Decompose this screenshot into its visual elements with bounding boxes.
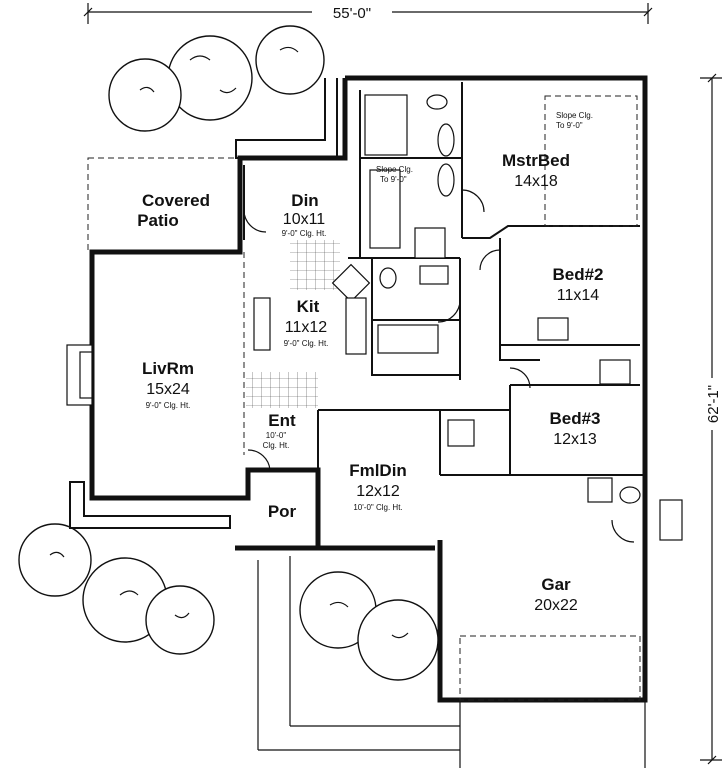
kitchen-tile [290,240,340,290]
room-por: Por [268,502,297,521]
tree-icon [108,58,182,132]
ceiling-note: Clg. Ht. [263,441,290,450]
room-size: 15x24 [146,381,190,398]
room-name: Por [268,502,297,521]
tree-icon [18,523,92,597]
room-name: Kit [297,297,320,316]
ceiling-note: 9'-0" Clg. Ht. [146,401,191,410]
closet-icon [369,169,401,249]
room-fml-din: FmlDin 12x12 10'-0" Clg. Ht. [349,461,407,512]
tree-icon [255,25,325,95]
room-size: 20x22 [534,597,578,614]
slope-ceiling-outline [544,95,638,227]
door-swing-icon [461,189,485,213]
tub-icon [364,94,408,156]
door-swing-icon [243,209,267,233]
counter-icon [253,297,271,351]
closet-door-icon [537,317,569,341]
bath-note: Slope Clg. To 9'-0" [376,165,413,184]
room-name: Bed#3 [549,409,600,428]
depth-dimension: 62'-1" [700,73,722,765]
room-bed2: Bed#2 11x14 [552,265,603,304]
overall-width-label: 55'-0" [333,5,371,22]
overall-depth-label: 62'-1" [705,385,722,423]
doors [243,189,635,543]
room-bed3: Bed#3 12x13 [549,409,600,448]
planter-bed [235,78,338,159]
driveway-lines [257,556,646,768]
entry-tile [246,372,318,408]
tub-icon [377,324,439,354]
room-din: Din 10x11 9'-0" Clg. Ht. [282,191,327,238]
room-size: 12x13 [553,431,597,448]
sink-icon [437,123,455,157]
interior-walls [243,82,645,476]
room-name: MstrBed [502,151,570,170]
closet-icon [447,419,475,447]
ceiling-note: To 9'-0" [556,121,583,130]
door-swing-icon [247,449,271,471]
room-name: Ent [268,411,296,430]
closet-door-icon [599,359,631,385]
tree-icon [357,599,439,681]
counter-icon [345,297,367,355]
room-name: Gar [541,575,571,594]
door-swing-icon [611,519,635,543]
garage-door [459,635,641,701]
range-icon [331,263,371,303]
room-size: 12x12 [356,483,400,500]
door-swing-icon [509,367,531,389]
room-name: LivRm [142,359,194,378]
ceiling-note: To 9'-0" [380,175,407,184]
room-size: 14x18 [514,173,558,190]
hvac-icon [659,499,683,541]
room-mstr-bed: MstrBed 14x18 Slope Clg. To 9'-0" [502,111,593,190]
tree-icon [145,585,215,655]
water-heater-icon [587,477,613,503]
toilet-icon [619,486,641,504]
room-name: Covered [142,191,210,210]
planter-bed [69,481,231,529]
room-name: Bed#2 [552,265,603,284]
ceiling-note: 9'-0" Clg. Ht. [282,229,327,238]
room-gar: Gar 20x22 [534,575,578,614]
sink-icon [437,163,455,197]
shower-icon [414,227,446,259]
landscape-trees [18,25,439,681]
room-size: 11x14 [557,287,600,304]
room-name: Din [291,191,318,210]
toilet-icon [426,94,448,110]
ceiling-note: 9'-0" Clg. Ht. [284,339,329,348]
room-kit: Kit 11x12 9'-0" Clg. Ht. [284,297,329,348]
ceiling-note: 10'-0" Clg. Ht. [353,503,402,512]
room-size: 11x12 [285,319,328,336]
toilet-icon [379,267,397,289]
sink-icon [419,265,449,285]
room-name: FmlDin [349,461,407,480]
width-dimension: 55'-0" [83,3,653,24]
room-liv-rm: LivRm 15x24 9'-0" Clg. Ht. [142,359,194,410]
ceiling-note: Slope Clg. [376,165,413,174]
exterior-wall [89,78,435,551]
room-ent: Ent 10'-0" Clg. Ht. [263,411,296,450]
room-name: Patio [137,211,179,230]
room-size: 10x11 [283,211,326,228]
ceiling-note: Slope Clg. [556,111,593,120]
door-swing-icon [437,299,461,323]
tree-icon [167,35,253,121]
door-swing-icon [479,249,501,271]
ceiling-note: 10'-0" [266,431,287,440]
room-covered-patio: Covered Patio [137,191,210,230]
fixtures [66,94,683,541]
